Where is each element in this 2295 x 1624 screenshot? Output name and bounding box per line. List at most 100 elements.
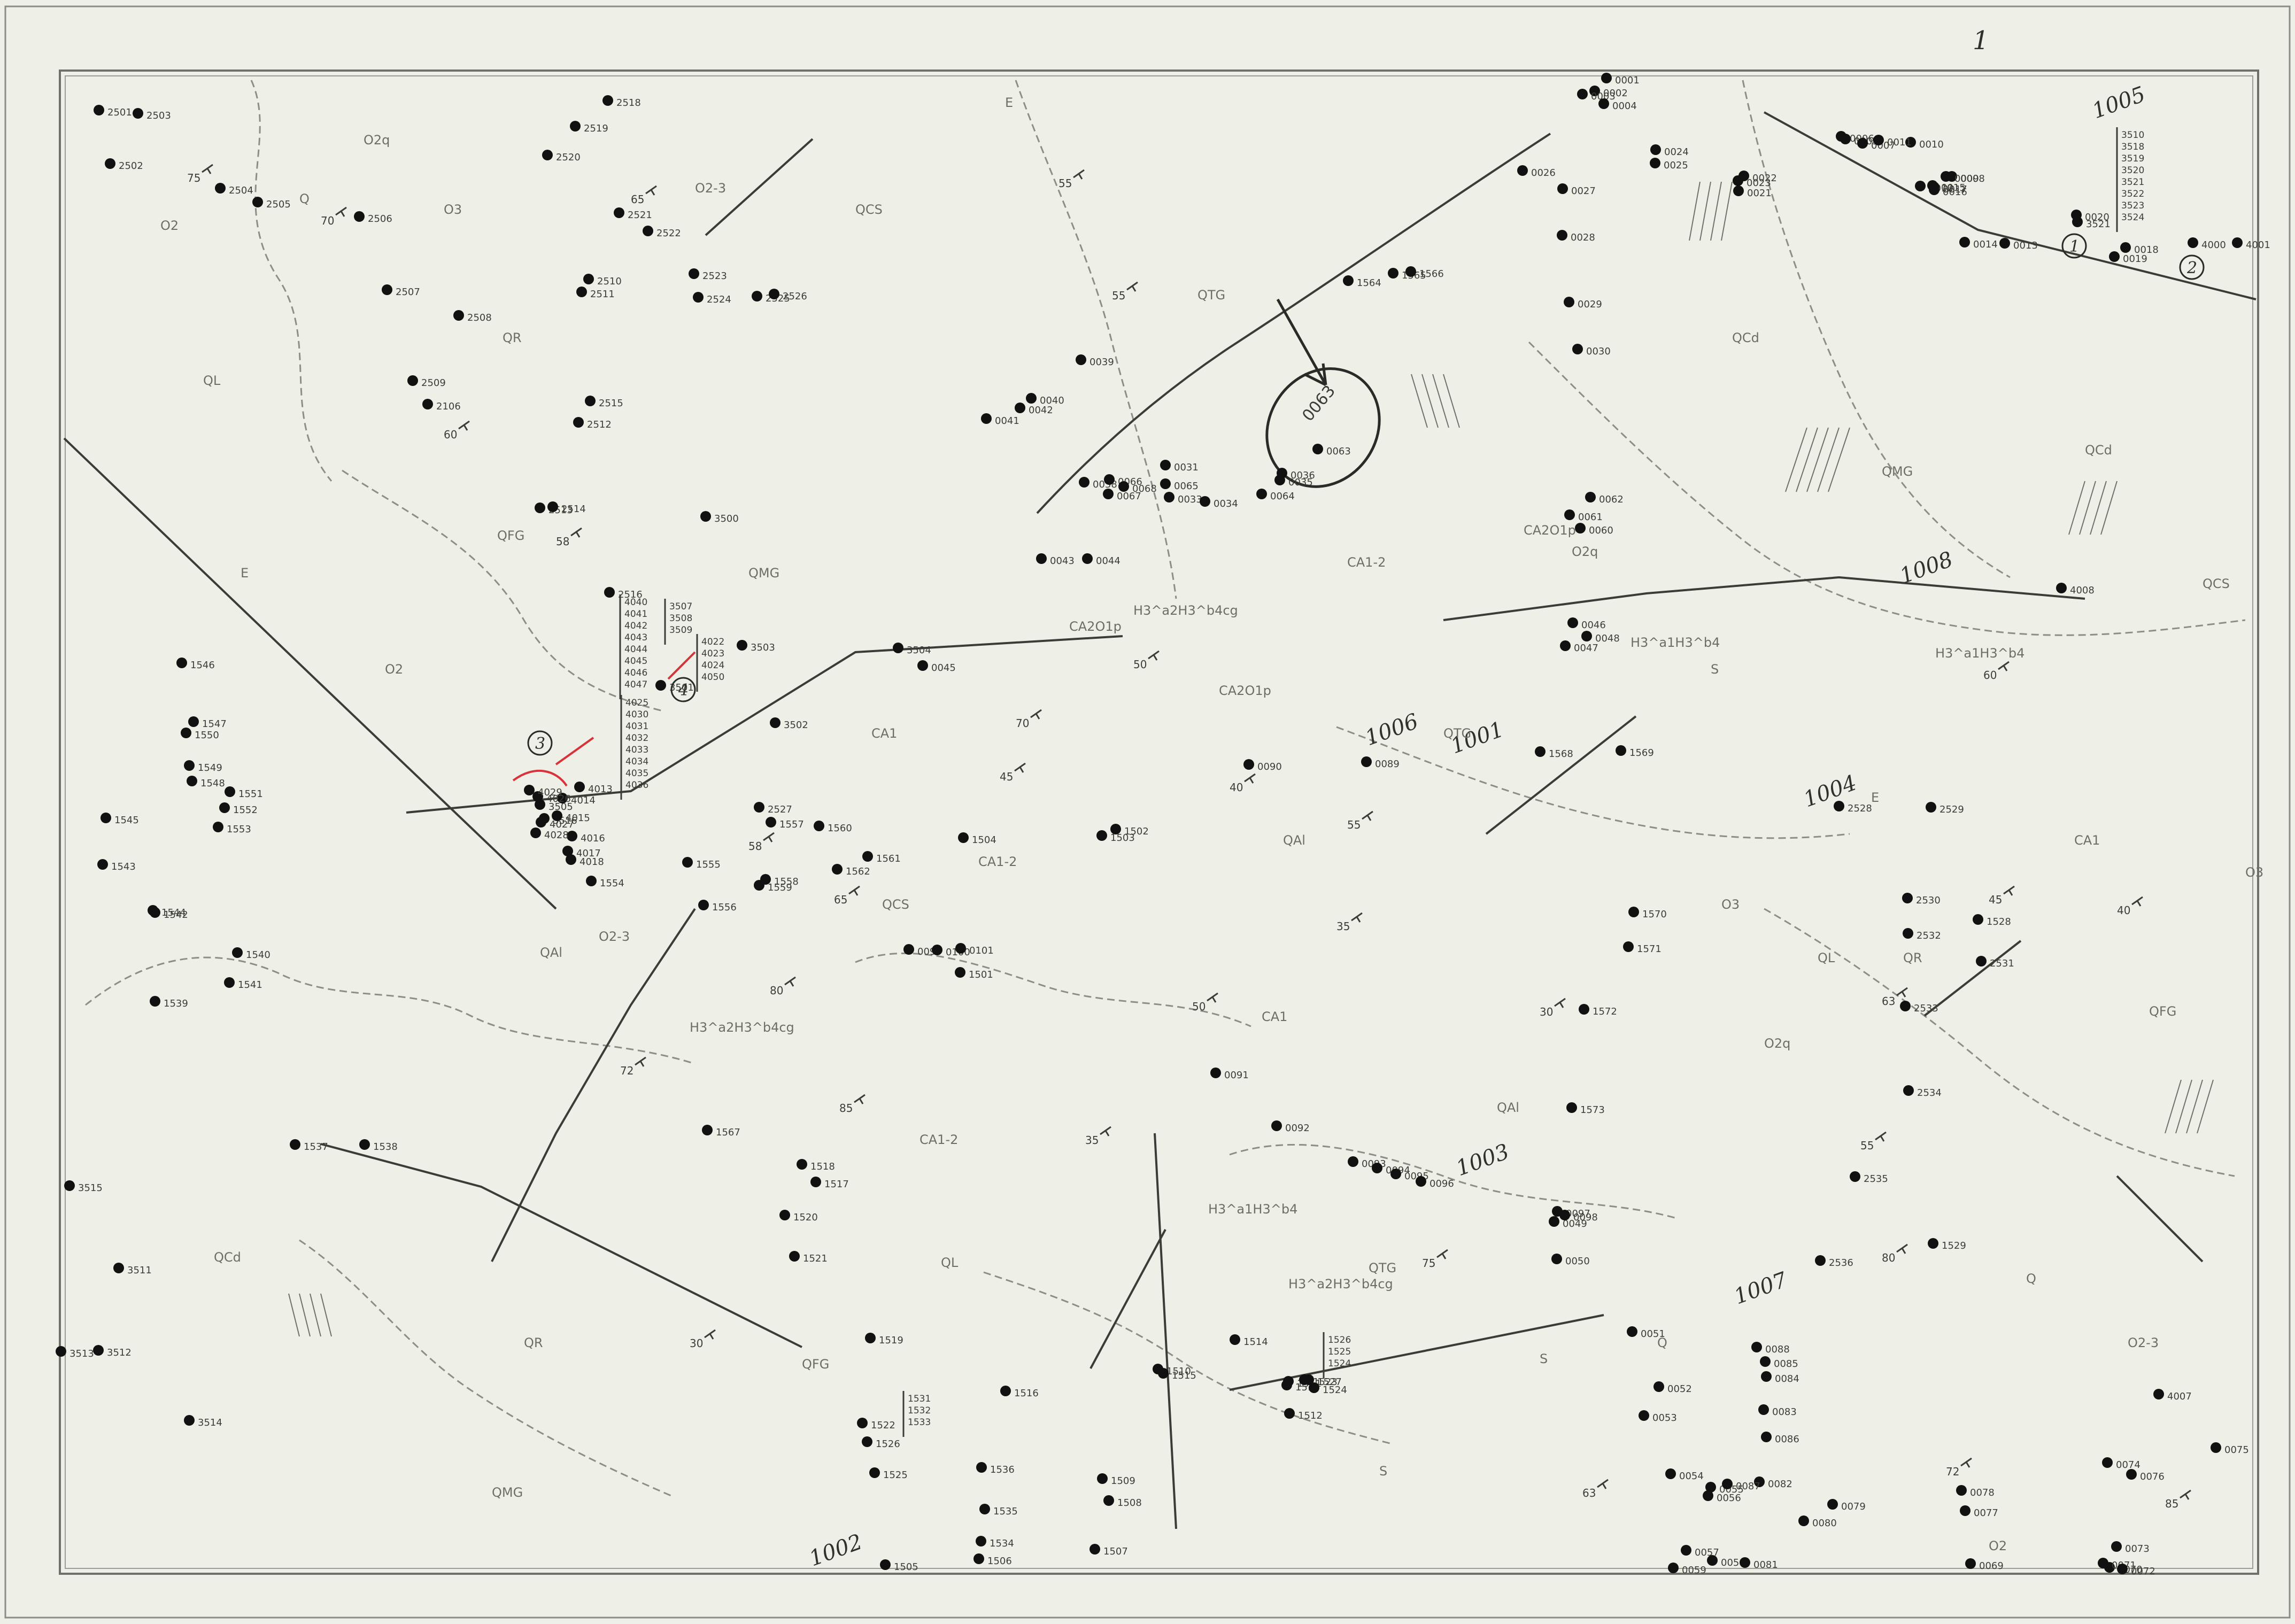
station-marker[interactable]: 1556	[698, 900, 737, 913]
station-marker[interactable]: 0029	[1564, 297, 1602, 310]
station-marker[interactable]: 2530	[1902, 893, 1941, 906]
station-marker[interactable]: 0056	[1703, 1490, 1741, 1504]
station-marker[interactable]: 2520	[542, 150, 581, 163]
station-marker[interactable]: 2536	[1815, 1255, 1853, 1269]
station-marker[interactable]: 0023	[1733, 175, 1771, 189]
station-marker[interactable]: 0065	[1160, 478, 1199, 492]
station-marker[interactable]: 3503	[737, 640, 775, 653]
station-marker[interactable]: 0020	[2071, 210, 2109, 223]
station-marker[interactable]: 1553	[213, 822, 251, 835]
station-marker[interactable]: 0031	[1160, 460, 1199, 473]
station-marker[interactable]: 4014	[557, 793, 596, 806]
station-marker[interactable]: 1514	[1230, 1334, 1268, 1348]
station-marker[interactable]: 0041	[981, 413, 1019, 427]
station-marker[interactable]: 0011	[1873, 135, 1912, 148]
station-marker[interactable]: 1515	[1158, 1368, 1196, 1381]
station-marker[interactable]: 0010	[1905, 137, 1944, 150]
station-marker[interactable]: 1547	[188, 716, 227, 730]
station-marker[interactable]: 0013	[1999, 238, 2038, 251]
station-marker[interactable]: 2516	[604, 587, 643, 600]
station-marker[interactable]: 1552	[219, 802, 258, 816]
station-marker[interactable]: 1543	[97, 859, 136, 872]
station-marker[interactable]: 3513	[56, 1346, 94, 1359]
station-marker[interactable]: 0036	[1277, 468, 1315, 481]
station-marker[interactable]: 2508	[453, 310, 492, 323]
station-marker[interactable]: 4018	[566, 854, 604, 868]
station-marker[interactable]: 2506	[354, 211, 392, 225]
station-marker[interactable]: 1501	[955, 967, 993, 980]
station-marker[interactable]: 1551	[225, 786, 263, 800]
station-marker[interactable]: 1555	[682, 857, 721, 870]
station-marker[interactable]: 0054	[1665, 1468, 1704, 1482]
station-marker[interactable]: 1566	[1405, 266, 1444, 280]
station-marker[interactable]: 0072	[2117, 1564, 2155, 1577]
station-marker[interactable]: 0042	[1015, 403, 1053, 416]
station-marker[interactable]: 0021	[1733, 185, 1772, 199]
station-marker[interactable]: 0076	[2126, 1469, 2165, 1482]
station-marker[interactable]: 2535	[1850, 1171, 1888, 1185]
station-marker[interactable]: 2527	[754, 802, 792, 815]
station-marker[interactable]: 0047	[1560, 640, 1598, 654]
station-marker[interactable]: 2526	[769, 289, 807, 302]
station-marker[interactable]: 1529	[1928, 1238, 1966, 1251]
station-marker[interactable]: 0089	[1361, 756, 1400, 770]
station-marker[interactable]: 0043	[1036, 553, 1075, 567]
station-marker[interactable]: 2528	[1834, 801, 1872, 814]
station-marker[interactable]: 1519	[865, 1333, 903, 1346]
station-marker[interactable]: 3512	[93, 1345, 132, 1358]
station-marker[interactable]: 0014	[1959, 237, 1998, 250]
station-marker[interactable]: 1507	[1089, 1544, 1128, 1557]
station-marker[interactable]: 1520	[779, 1210, 818, 1223]
station-marker[interactable]: 0059	[1668, 1563, 1706, 1576]
station-marker[interactable]: 0096	[1416, 1176, 1454, 1189]
station-marker[interactable]: 0024	[1650, 144, 1689, 158]
station-marker[interactable]: 3514	[184, 1415, 222, 1428]
station-marker[interactable]: 3505	[535, 799, 573, 813]
station-marker[interactable]: 4026	[532, 791, 571, 805]
station-marker[interactable]: 0045	[917, 660, 956, 674]
station-marker[interactable]: 2514	[547, 501, 586, 515]
station-marker[interactable]: 2523	[689, 268, 727, 282]
station-marker[interactable]: 0052	[1653, 1381, 1692, 1395]
station-marker[interactable]: 0081	[1740, 1557, 1778, 1571]
station-marker[interactable]: 1521	[789, 1251, 828, 1264]
station-marker[interactable]: 1535	[979, 1504, 1018, 1517]
station-marker[interactable]: 3501	[655, 680, 694, 693]
station-marker[interactable]: 1560	[814, 821, 852, 834]
station-marker[interactable]: 0003	[1577, 89, 1616, 102]
station-marker[interactable]: 1572	[1579, 1004, 1617, 1017]
station-marker[interactable]: 1562	[832, 864, 870, 877]
station-marker[interactable]: 0046	[1567, 617, 1606, 631]
station-marker[interactable]: 1524	[1309, 1382, 1347, 1396]
station-marker[interactable]: 0086	[1761, 1432, 1799, 1445]
station-marker[interactable]: 1546	[176, 658, 215, 671]
station-marker[interactable]: 0062	[1585, 492, 1624, 505]
station-marker[interactable]: 0067	[1103, 489, 1141, 502]
station-marker[interactable]: 0001	[1601, 73, 1640, 86]
station-marker[interactable]: 1528	[1973, 914, 2011, 927]
station-marker[interactable]: 4016	[567, 831, 605, 844]
station-marker[interactable]: 0044	[1082, 553, 1121, 567]
station-marker[interactable]: 0048	[1581, 631, 1620, 644]
station-marker[interactable]: 0039	[1076, 354, 1114, 368]
station-marker[interactable]: 2519	[570, 121, 608, 134]
station-marker[interactable]: 2518	[602, 95, 641, 109]
station-marker[interactable]: 0034	[1200, 496, 1238, 509]
station-marker[interactable]: 0026	[1517, 165, 1556, 179]
station-marker[interactable]: 0083	[1758, 1404, 1797, 1418]
station-marker[interactable]: 0068	[1118, 481, 1157, 494]
station-marker[interactable]: 1522	[857, 1418, 895, 1431]
station-marker[interactable]: 4000	[2188, 237, 2226, 251]
station-marker[interactable]: 1517	[810, 1177, 849, 1190]
station-marker[interactable]: 3515	[64, 1180, 103, 1194]
station-marker[interactable]: 0025	[1650, 158, 1688, 171]
station-marker[interactable]: 4013	[574, 782, 613, 795]
station-marker[interactable]: 4001	[2232, 237, 2270, 251]
station-marker[interactable]: 0018	[2120, 242, 2159, 256]
station-marker[interactable]: 0009	[1941, 171, 1979, 184]
station-marker[interactable]: 0078	[1956, 1485, 1995, 1498]
station-marker[interactable]: 0019	[2109, 251, 2147, 265]
station-marker[interactable]: 0051	[1627, 1326, 1665, 1340]
station-marker[interactable]: 2534	[1903, 1085, 1942, 1099]
station-marker[interactable]: 2533	[1900, 1001, 1938, 1014]
